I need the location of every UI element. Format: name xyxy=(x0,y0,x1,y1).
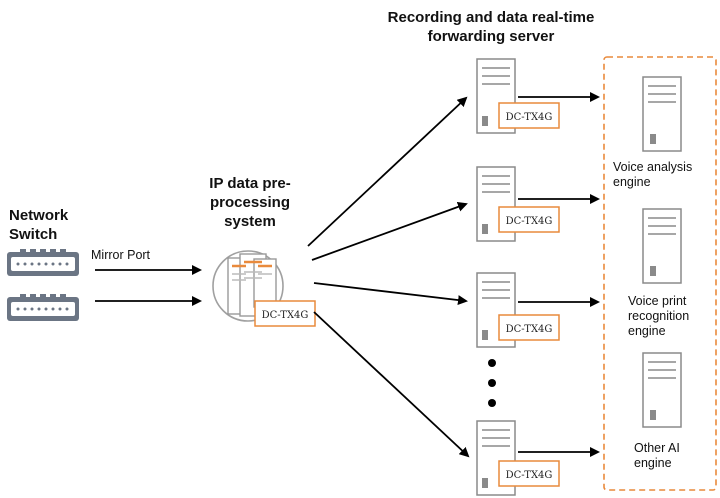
network-switch-icon-1 xyxy=(7,249,79,276)
voice-print-line-1: Voice print xyxy=(628,294,687,308)
server-group-title-line-2: forwarding server xyxy=(427,28,555,45)
server-tag-box-1 xyxy=(498,102,560,129)
server-tag-box-3 xyxy=(498,314,560,341)
server-tag-1: DC-TX4G xyxy=(506,112,553,123)
arrow-to-server-2 xyxy=(311,202,468,261)
server-tag-4: DC-TX4G xyxy=(506,470,553,481)
mirror-port-label: Mirror Port xyxy=(91,248,151,262)
voice-analysis-line-1: Voice analysis xyxy=(613,160,693,174)
voice-print-line-2: recognition xyxy=(628,309,690,323)
server-tag-box-4 xyxy=(498,460,560,487)
voice-print-engine-label: Voice print recognition engine xyxy=(628,294,718,339)
network-switch-label-line-1: Network xyxy=(9,207,69,224)
server-group-title-line-1: Recording and data real-time xyxy=(387,9,595,26)
voice-print-line-3: engine xyxy=(628,324,666,338)
other-ai-line-2: engine xyxy=(634,456,672,470)
voice-print-engine-icon xyxy=(642,208,682,284)
server-tag-3: DC-TX4G xyxy=(506,324,553,335)
network-switch-icon-2 xyxy=(7,294,79,321)
more-servers-ellipsis-icon xyxy=(488,359,496,407)
ai-engines-container xyxy=(603,56,717,491)
server-group-title: Recording and data real-time forwarding … xyxy=(360,8,622,46)
preprocessing-label: IP data pre- processing system xyxy=(190,174,310,231)
network-switch-label-line-2: Switch xyxy=(9,226,58,243)
server-tag-2: DC-TX4G xyxy=(506,216,553,227)
other-ai-line-1: Other AI xyxy=(634,441,680,455)
server-tag-box-2 xyxy=(498,206,560,233)
network-switch-label: Network Switch xyxy=(9,206,99,244)
preprocessing-label-line-3: system xyxy=(224,213,276,230)
voice-analysis-engine-icon xyxy=(642,76,682,152)
other-ai-engine-icon xyxy=(642,352,682,428)
voice-analysis-line-2: engine xyxy=(613,175,651,189)
voice-analysis-engine-label: Voice analysis engine xyxy=(613,160,717,190)
preprocessing-tag-box xyxy=(254,300,316,327)
other-ai-engine-label: Other AI engine xyxy=(634,441,714,471)
arrow-to-server-4 xyxy=(313,311,470,458)
preprocessing-label-line-1: IP data pre- xyxy=(209,175,291,192)
preprocessing-tag: DC-TX4G xyxy=(262,310,309,321)
arrow-to-server-1 xyxy=(307,96,468,247)
arrow-to-server-3 xyxy=(313,282,468,306)
preprocessing-label-line-2: processing xyxy=(209,194,291,211)
